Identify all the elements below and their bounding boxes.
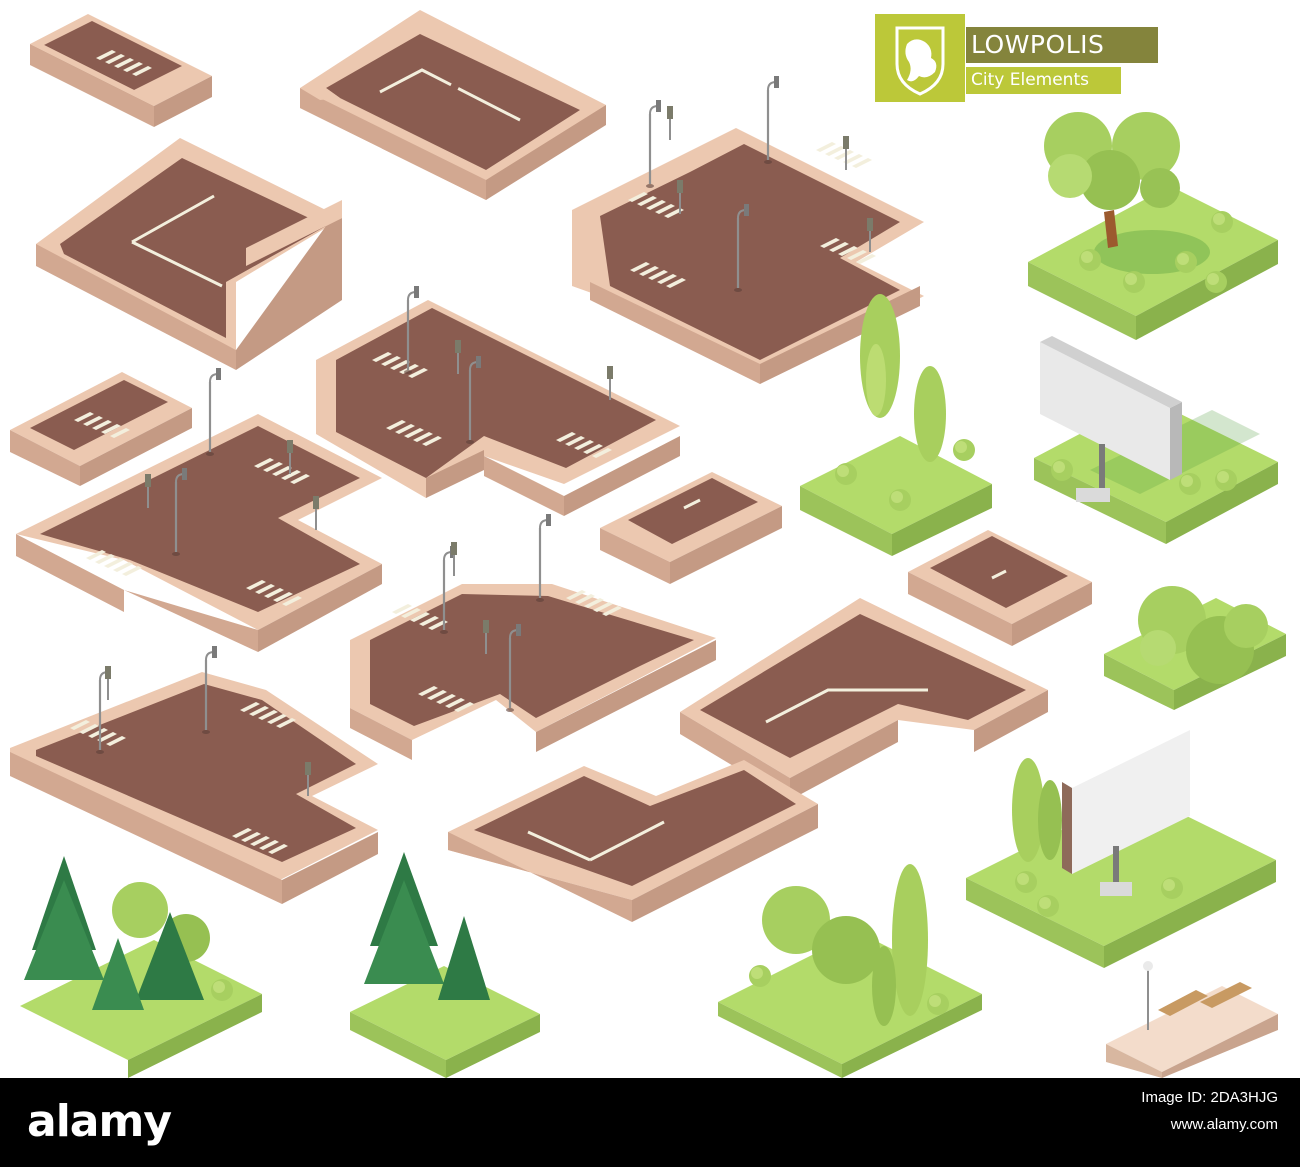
cypress-grass-tile — [800, 294, 992, 556]
crosswalk-tile-small-1 — [30, 14, 212, 127]
bushes-grass-tile-1 — [1104, 586, 1286, 710]
fir-grass-tile-2 — [350, 852, 540, 1078]
logo-title: LOWPOLIS — [966, 27, 1158, 63]
intersection-tile-4 — [350, 512, 716, 760]
footer-bar: alamy Image ID: 2DA3HJG www.alamy.com — [0, 1078, 1300, 1167]
crosswalk-tile-small-2 — [10, 372, 192, 486]
footer-url[interactable]: www.alamy.com — [1170, 1116, 1278, 1133]
tree-grass-tile-1 — [1028, 112, 1278, 340]
straight-road-tile-2 — [908, 530, 1092, 646]
lion-shield-icon-overlay — [895, 26, 945, 96]
corner-road-tile-2 — [36, 138, 342, 370]
fir-grass-tile-1 — [20, 856, 262, 1078]
intersection-tile-1 — [572, 74, 924, 384]
footer-image-id: Image ID: 2DA3HJG — [1141, 1089, 1278, 1106]
corner-road-tile-1 — [300, 10, 606, 200]
straight-road-tile-1 — [600, 472, 782, 584]
bench-tile — [1106, 961, 1278, 1078]
billboard-grass-tile-1 — [1034, 336, 1278, 544]
billboard-grass-tile-2 — [966, 730, 1276, 968]
intersection-tile-2 — [316, 284, 680, 516]
intersection-tile-3 — [16, 366, 382, 652]
corner-road-tile-4 — [448, 760, 818, 922]
intersection-tile-5 — [10, 644, 378, 904]
logo-subtitle: City Elements — [966, 67, 1121, 94]
footer-brand-logo[interactable]: alamy — [27, 1096, 172, 1147]
city-elements-illustration — [10, 10, 1286, 1078]
bushes-grass-tile-2 — [718, 864, 982, 1078]
